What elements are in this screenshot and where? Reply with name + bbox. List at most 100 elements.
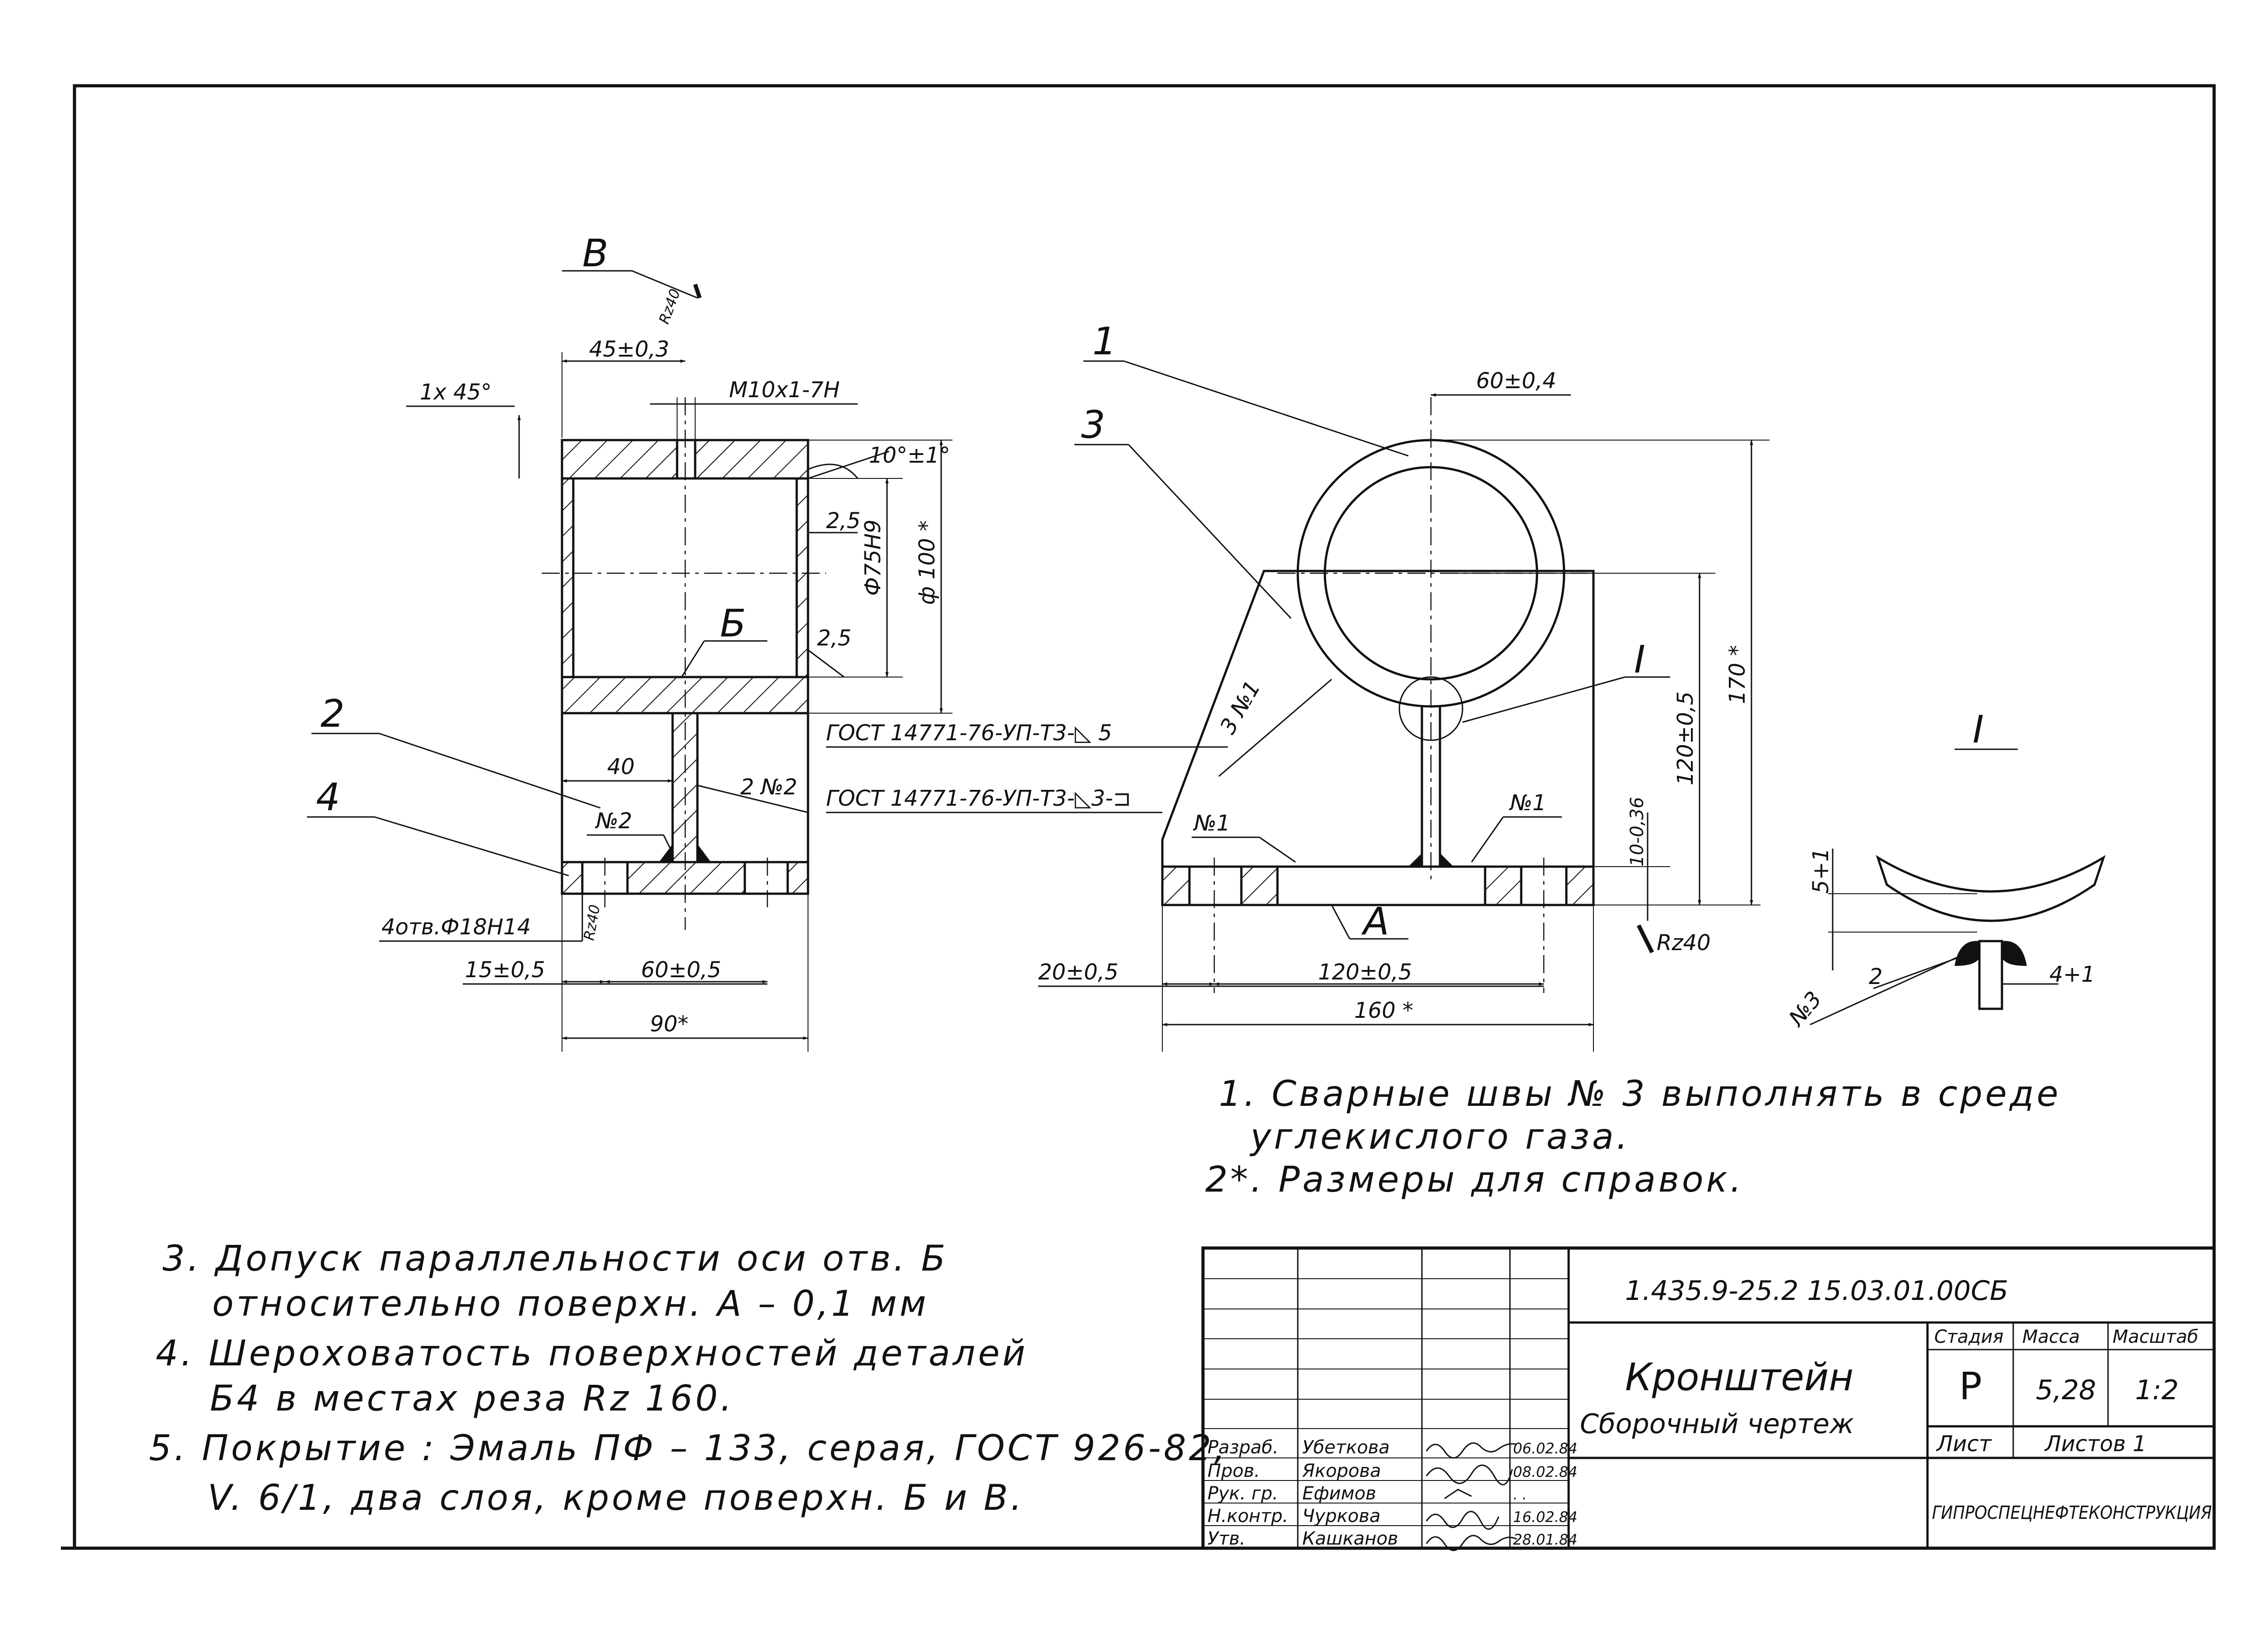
- tb-sign-3: [1426, 1511, 1500, 1530]
- right-view: [1161, 397, 1595, 993]
- tb-col-mass: Масса: [2022, 1327, 2080, 1347]
- tb-title-1: Кронштейн: [1625, 1355, 1853, 1399]
- dim-outer-text: ф 100 *: [915, 520, 940, 605]
- weld-w2-leader: [697, 784, 808, 813]
- tb-sheet: Лист: [1936, 1431, 1992, 1457]
- weld-w2: 2 №2: [740, 775, 797, 800]
- tb-name-1: Якорова: [1302, 1461, 1381, 1481]
- detail-part: 2: [1869, 964, 1883, 989]
- dim-offset-20: 20±0,5: [1038, 960, 1119, 985]
- tb-sign-4: [1426, 1535, 1517, 1551]
- balloon-1-leader: [1124, 360, 1409, 457]
- weld-w4: №1: [1193, 811, 1230, 836]
- tb-role-0: Разраб.: [1207, 1437, 1278, 1458]
- balloon-2-leader: [379, 733, 601, 809]
- dim-base-text: 10-0,36: [1627, 797, 1648, 867]
- note-3b: относительно поверхн. А – 0,1 мм: [212, 1284, 929, 1324]
- dim-wall-bottom: 2,5: [817, 626, 851, 651]
- roughness-top: Rz40: [655, 287, 684, 326]
- note-5a: 5. Покрытие : Эмаль ПФ – 133, серая, ГОС…: [149, 1428, 1228, 1469]
- tb-role-3: Н.контр.: [1207, 1506, 1288, 1527]
- balloon-3-leader: [1128, 444, 1292, 619]
- tb-sign-1: [1426, 1464, 1513, 1485]
- detail-ref-leader: [1462, 676, 1625, 723]
- tb-col-scale: Масштаб: [2113, 1327, 2198, 1347]
- left-dimensions: B Rz40 45±0,3 1x 45° M10x1-7H 10°±1° 2,5…: [307, 231, 952, 1052]
- roughness-right: Rz40: [1657, 930, 1711, 956]
- dim-15-text: 15±0,5: [465, 957, 545, 983]
- surface-a-leader: [1331, 905, 1351, 939]
- balloon-4-leader: [374, 816, 569, 877]
- tb-org: ГИПРОСПЕЦНЕФТЕКОНСТРУКЦИЯ: [1932, 1503, 2212, 1523]
- balloon-1: 1: [1092, 319, 1116, 363]
- weld-w5: №1: [1509, 790, 1546, 816]
- d-leader-3: [1810, 951, 1969, 1026]
- note-5b: V. 6/1, два слоя, кроме поверхн. Б и В.: [208, 1478, 1025, 1518]
- weld-w5-leader: [1471, 817, 1504, 863]
- support-body: [1161, 570, 1595, 906]
- note-4a: 4. Шероховатость поверхностей деталей: [156, 1333, 1028, 1374]
- dim-top-60-text: 60±0,4: [1476, 368, 1556, 394]
- tb-name-3: Чуркова: [1302, 1506, 1380, 1527]
- dim-60-text: 60±0,5: [641, 957, 721, 983]
- threaded-hole: [676, 439, 697, 480]
- dim-width-160: 160 *: [1354, 998, 1413, 1023]
- roughness-base: Rz40: [580, 903, 603, 942]
- detail-weld-right: [2002, 941, 2027, 966]
- note-1b: углекислого газа.: [1249, 1117, 1630, 1157]
- dim-height-170: 170 *: [1725, 645, 1750, 704]
- detail-rib: [1978, 940, 2003, 1010]
- weld-w3: №2: [594, 808, 632, 834]
- tb-date-3: 16.02.84: [1513, 1508, 1578, 1526]
- base-hatch-3: [786, 861, 809, 895]
- base-weld-right: [1440, 853, 1454, 867]
- tb-sign-0: [1426, 1442, 1517, 1459]
- tb-sign-2: [1444, 1489, 1472, 1499]
- hole-label: Б: [720, 601, 746, 645]
- base-hatch-a: [1161, 865, 1191, 906]
- weld-w3-leader: [663, 835, 673, 854]
- tb-code: 1.435.9-25.2 15.03.01.00СБ: [1625, 1275, 2008, 1307]
- tb-role-2: Рук. гр.: [1207, 1483, 1278, 1504]
- angle-leader: [808, 450, 890, 479]
- left-view: [542, 397, 826, 930]
- title-block: 1.435.9-25.2 15.03.01.00СБ Кронштейн Сбо…: [1201, 1246, 2216, 1551]
- balloon-3: 3: [1081, 403, 1105, 447]
- detail-view: I 5+1 4+1 2 №3: [1783, 707, 2106, 1032]
- tb-date-2: . .: [1513, 1486, 1527, 1503]
- tb-title-2: Сборочный чертеж: [1580, 1408, 1854, 1440]
- note-4b: Б4 в местах реза Rz 160.: [210, 1378, 734, 1419]
- tb-mass: 5,28: [2036, 1374, 2096, 1406]
- dim-span-120: 120±0,5: [1318, 960, 1412, 985]
- dim-holes-text: 4отв.Ф18H14: [381, 914, 531, 940]
- dim-90-text: 90*: [650, 1012, 688, 1037]
- detail-ref-label: I: [1634, 637, 1645, 682]
- detail-weld-5: 5+1: [1808, 848, 1834, 894]
- section-b-leader: [632, 270, 698, 299]
- note-1a: 1. Сварные швы № 3 выполнять в среде: [1219, 1074, 2061, 1114]
- right-rough-mark: [1636, 924, 1654, 954]
- tb-sheets: Листов 1: [2044, 1431, 2146, 1457]
- hole-label-leader: [681, 640, 705, 678]
- angle-arc: [808, 464, 859, 479]
- notes-right: 1. Сварные швы № 3 выполнять в среде угл…: [1205, 1074, 2061, 1200]
- dim-45-text: 45±0,3: [589, 337, 669, 362]
- dim-thread-text: M10x1-7H: [729, 377, 840, 403]
- tb-name-4: Кашканов: [1302, 1528, 1398, 1549]
- section-b-label: B: [582, 231, 608, 275]
- right-dimensions: 1 3 60±0,4 3 №1 ГОСТ 14771-76-УП-Т3-◺ 5 …: [826, 319, 1769, 1052]
- tb-date-4: 28.01.84: [1513, 1531, 1578, 1548]
- left-wall: [561, 477, 575, 678]
- wall-leader-bottom: [808, 649, 845, 678]
- tb-name-2: Ефимов: [1302, 1483, 1376, 1504]
- balloon-4: 4: [316, 775, 340, 819]
- base-hatch-d: [1565, 865, 1595, 906]
- tb-scale: 1:2: [2135, 1374, 2179, 1406]
- base-hatch-c: [1484, 865, 1523, 906]
- dim-chamfer-text: 1x 45°: [420, 380, 492, 405]
- surface-a-label: А: [1361, 899, 1389, 943]
- tb-stage: Р: [1959, 1364, 1982, 1408]
- tb-role-4: Утв.: [1207, 1528, 1245, 1549]
